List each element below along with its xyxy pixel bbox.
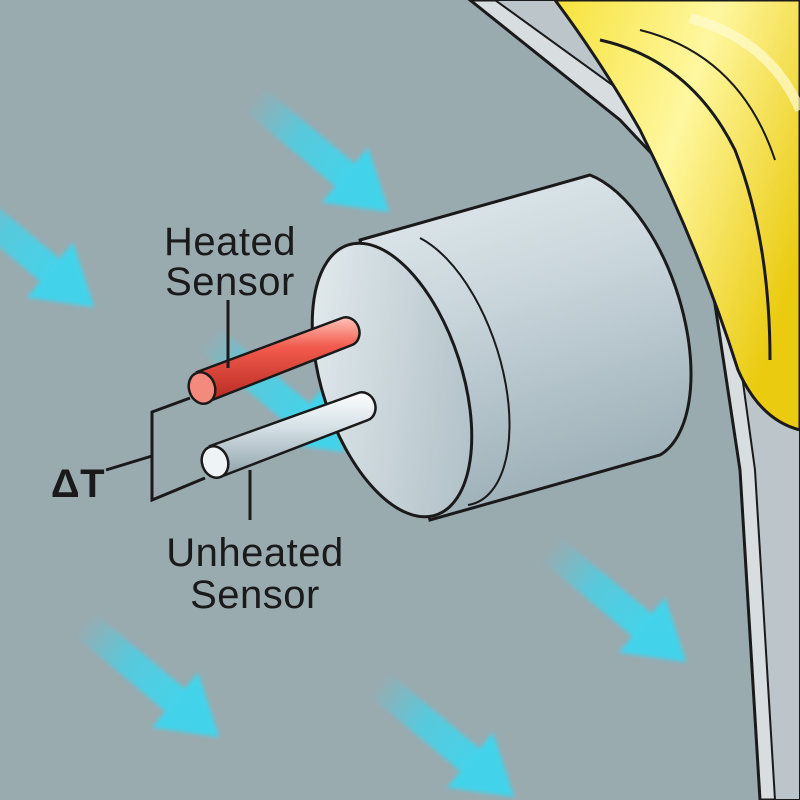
probe-body — [310, 173, 693, 522]
unheated-label-line2: Sensor — [190, 573, 320, 617]
unheated-label-line1: Unheated — [166, 531, 343, 575]
heated-sensor-rod — [187, 316, 361, 405]
heated-label-line2: Sensor — [165, 260, 295, 304]
unheated-sensor-rod — [200, 391, 377, 479]
leader-lines — [105, 300, 252, 520]
delta-t-leader-line — [105, 454, 153, 472]
heated-label-line1: Heated — [164, 220, 296, 264]
delta-t-label: ΔT — [51, 462, 105, 506]
pipe — [467, 0, 800, 800]
probe-face — [310, 241, 474, 519]
